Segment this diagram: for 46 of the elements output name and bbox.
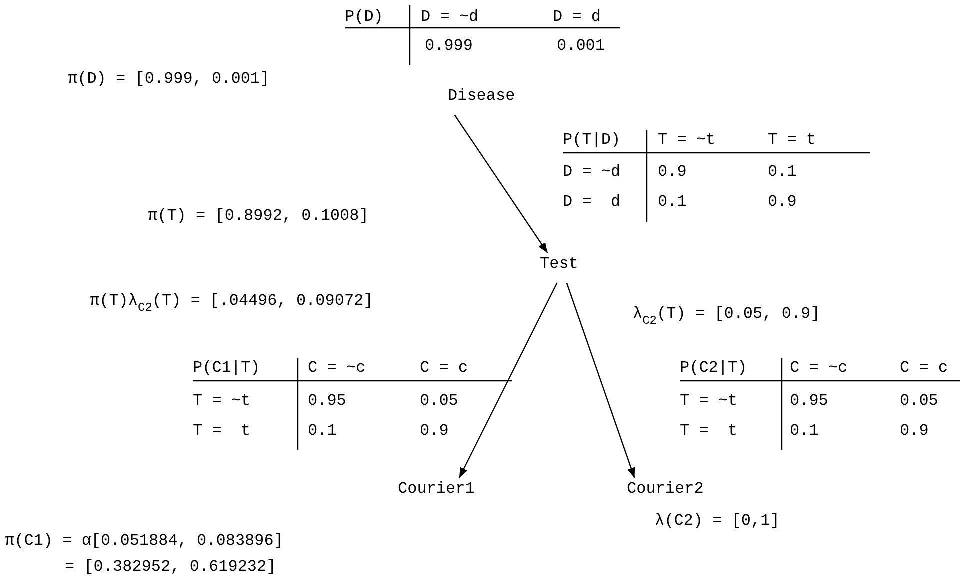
equation-text: = [0.382952, 0.619232] <box>65 558 276 576</box>
probability-value: 0.9 <box>900 422 929 440</box>
table-header: C = ~c <box>790 359 848 377</box>
equation-text: π(D) = [0.999, 0.001] <box>68 70 270 88</box>
table-header: P(D) <box>345 8 384 26</box>
table-header: D = d <box>563 193 621 211</box>
node-label: Courier2 <box>627 480 704 498</box>
table-header: P(C2|T) <box>680 359 748 377</box>
probability-value: 0.1 <box>658 193 687 211</box>
table-header: P(C1|T) <box>193 359 260 377</box>
table-header: T = ~t <box>193 392 251 410</box>
probability-value: 0.001 <box>557 37 606 55</box>
equation-text: π(C1) = α[0.051884, 0.083896] <box>5 532 284 550</box>
table-header: T = ~t <box>658 131 716 149</box>
probability-value: 0.999 <box>425 37 474 55</box>
table-header: D = ~d <box>563 163 621 181</box>
probability-value: 0.1 <box>768 163 797 181</box>
table-header: T = t <box>680 422 738 440</box>
equation-text: π(T) = [0.8992, 0.1008] <box>148 207 369 225</box>
table-header: D = d <box>553 8 602 26</box>
probability-value: 0.1 <box>308 422 337 440</box>
node-label: Courier1 <box>398 480 475 498</box>
probability-value: 0.1 <box>790 422 819 440</box>
table-header: D = ~d <box>421 8 479 26</box>
node-label: Test <box>540 255 578 273</box>
probability-value: 0.9 <box>658 163 687 181</box>
node-label: Disease <box>448 87 516 105</box>
arrow <box>458 282 558 478</box>
probability-value: 0.9 <box>420 422 449 440</box>
probability-value: 0.05 <box>420 392 458 410</box>
probability-value: 0.95 <box>308 392 346 410</box>
equation-text: λ(C2) = [0,1] <box>655 512 780 530</box>
table-header: P(T|D) <box>563 131 621 149</box>
arrow <box>454 114 548 254</box>
equation-text: π(T)λ$_{C2}$(T) = [.04496, 0.09072] <box>90 292 374 310</box>
arrow <box>566 282 636 478</box>
table-header: T = t <box>768 131 816 149</box>
table-header: T = t <box>193 422 251 440</box>
table-header: C = c <box>420 359 468 377</box>
probability-value: 0.05 <box>900 392 938 410</box>
table-header: T = ~t <box>680 392 738 410</box>
equation-text: λ$_{C2}$(T) = [0.05, 0.9] <box>633 305 820 323</box>
probability-value: 0.9 <box>768 193 797 211</box>
table-header: C = c <box>900 359 948 377</box>
probability-value: 0.95 <box>790 392 828 410</box>
table-header: C = ~c <box>308 359 366 377</box>
